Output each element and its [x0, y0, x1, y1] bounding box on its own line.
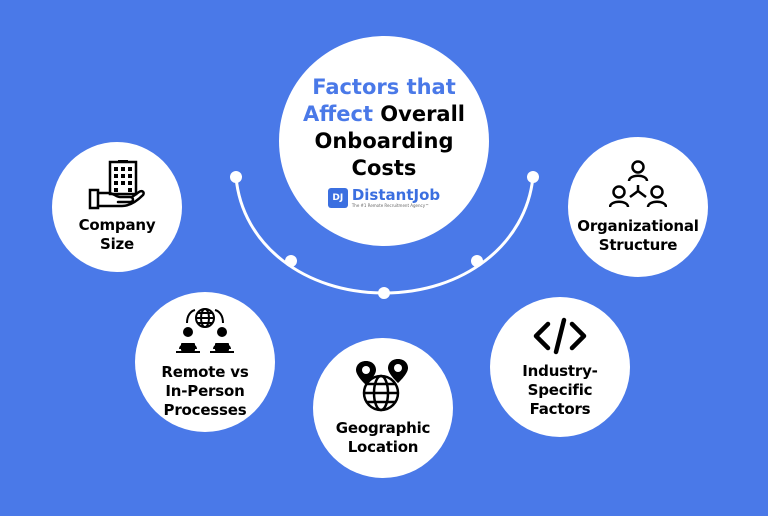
geo-label-line-1: Geographic: [335, 419, 431, 437]
brand-tagline: The #1 Remote Recruitment Agency™: [351, 202, 430, 208]
brand-logo: DJ DistantJob The #1 Remote Recruitment …: [327, 185, 441, 209]
arc-dot-right-end: [527, 171, 539, 183]
code-icon: [533, 317, 587, 354]
industry-label-line-2: Specific: [527, 380, 593, 399]
title-line-3: Onboarding: [314, 128, 454, 153]
remote-label-line-1: Remote vs: [161, 362, 249, 381]
company-label-line-1: Company: [78, 216, 156, 234]
globe-pins-icon: [356, 359, 408, 412]
title-accent-2: Affect: [302, 101, 373, 126]
factor-geographic-location: Geographic Location: [313, 338, 453, 478]
org-chart-icon: [609, 160, 667, 208]
title-line-4: Costs: [351, 155, 417, 180]
factor-industry-specific: Industry- Specific Factors: [490, 297, 630, 437]
title-line-1: Factors that: [312, 74, 456, 101]
industry-label-line-3: Factors: [529, 399, 591, 418]
factor-remote-vs-in-person: Remote vs In-Person Processes: [135, 292, 275, 432]
arc-dot-right: [471, 255, 483, 267]
arc-dot-bottom: [378, 287, 390, 299]
title-accent-1: Factors that: [312, 74, 456, 99]
arc-dot-left: [285, 255, 297, 267]
industry-label-line-1: Industry-: [522, 361, 598, 380]
factor-company-size: Company Size: [52, 142, 182, 272]
factor-organizational-structure: Organizational Structure: [568, 137, 708, 277]
org-label-line-1: Organizational: [577, 217, 699, 235]
remote-label-line-3: Processes: [163, 400, 247, 419]
brand-badge-icon: DJ: [327, 188, 348, 208]
title-overall: Overall: [372, 101, 466, 126]
arc-dot-left-end: [230, 171, 242, 183]
remote-workers-globe-icon: [176, 307, 234, 353]
brand-name: DistantJob: [351, 185, 441, 204]
org-label-line-2: Structure: [598, 236, 678, 254]
geo-label-line-2: Location: [347, 438, 419, 456]
title-line-2: Affect Overall: [303, 101, 465, 128]
building-hand-icon: [88, 160, 145, 210]
title-circle: Factors that Affect Overall Onboarding C…: [279, 36, 489, 246]
remote-label-line-2: In-Person: [165, 381, 245, 400]
company-label-line-2: Size: [99, 235, 135, 253]
